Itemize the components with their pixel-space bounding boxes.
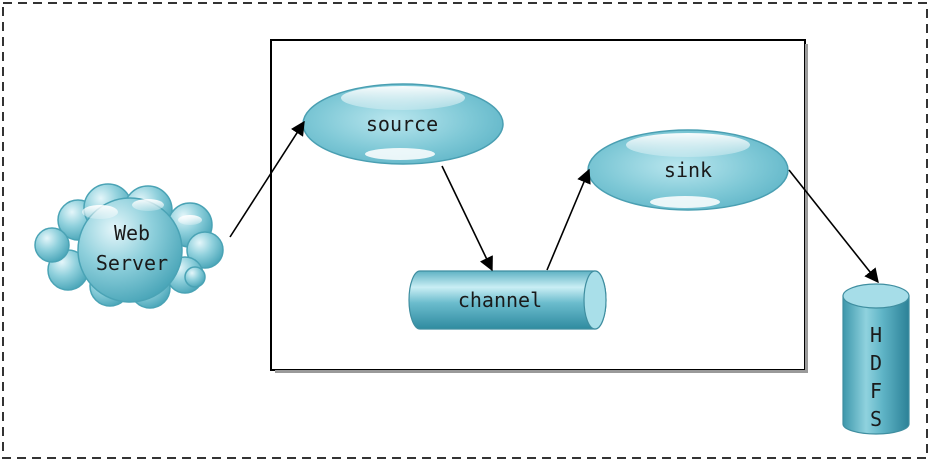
web-server-label-line2: Server [96, 251, 168, 275]
agent-box-shadow-bottom [275, 370, 808, 373]
source-label: source [366, 112, 438, 136]
web-server-label-line1: Web [114, 221, 150, 245]
hdfs-letter-d: D [870, 351, 882, 375]
arrow-sink-to-hdfs [788, 169, 879, 284]
channel-node [408, 270, 607, 330]
hdfs-letter-f: F [870, 379, 882, 403]
source-node [302, 83, 504, 165]
hdfs-letter-s: S [870, 407, 882, 431]
web-server-cloud-icon [34, 183, 224, 309]
sink-label: sink [664, 158, 712, 182]
agent-box-shadow [805, 44, 808, 372]
channel-label: channel [458, 288, 542, 312]
arrow-web-server-to-source [229, 120, 305, 238]
hdfs-letter-h: H [870, 323, 882, 347]
arrow-channel-to-sink [546, 168, 591, 271]
sink-node [587, 129, 789, 211]
arrow-source-to-channel [441, 165, 493, 272]
hdfs-database-icon [842, 283, 910, 435]
